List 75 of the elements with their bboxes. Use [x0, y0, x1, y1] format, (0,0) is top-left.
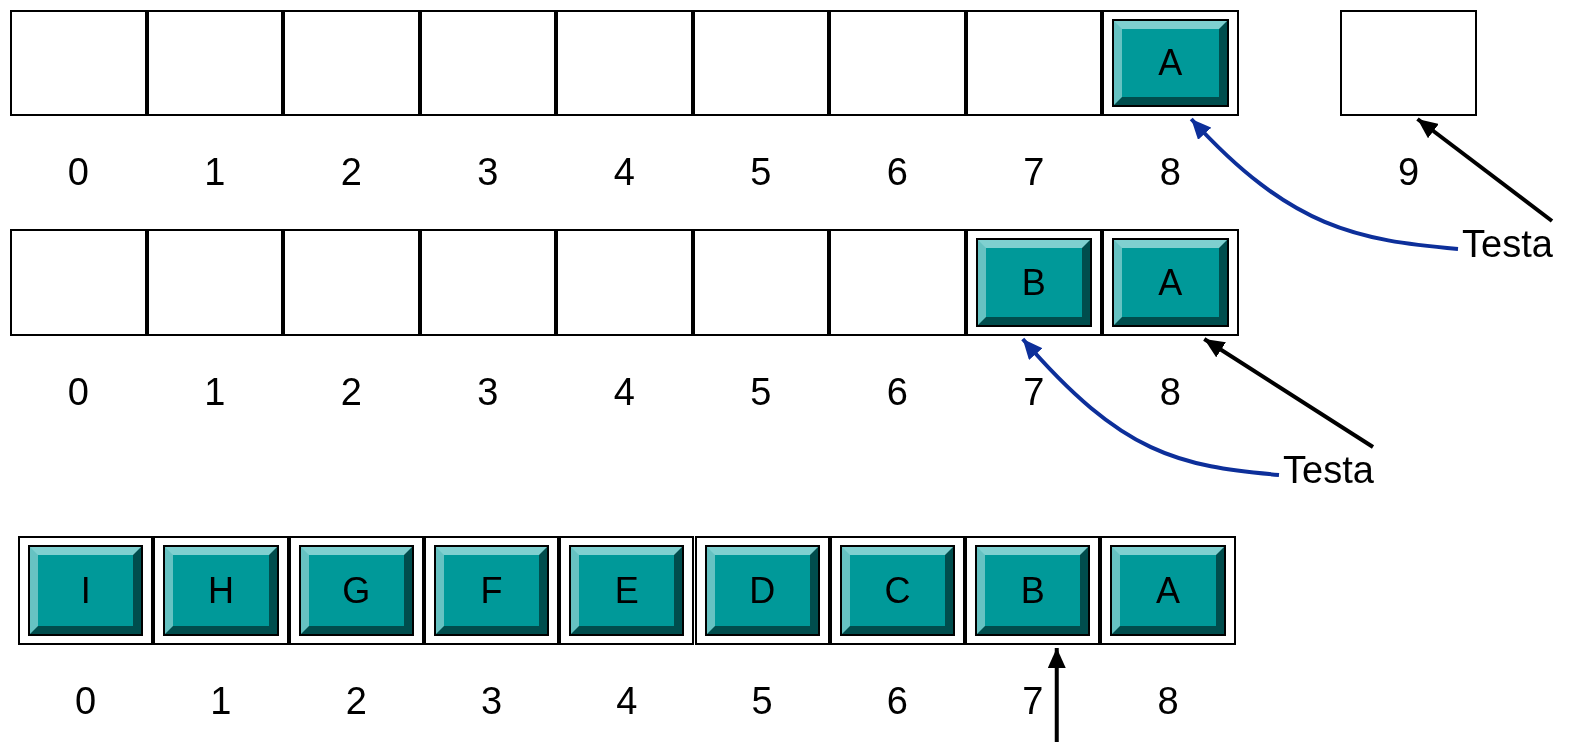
array-cell: [965, 229, 1102, 336]
letter-block: A: [1114, 21, 1227, 105]
letter-block: C: [841, 547, 954, 634]
array-cell: [556, 10, 693, 116]
index-number: 1: [203, 152, 227, 192]
index-number: 1: [203, 372, 227, 412]
letter-block: D: [706, 547, 818, 634]
array-cell: [829, 536, 966, 645]
array-cell: [283, 229, 420, 336]
index-number: 7: [1021, 681, 1045, 721]
index-number: 0: [66, 152, 90, 192]
pointer-label: Testa: [1283, 448, 1374, 492]
index-number: 5: [749, 152, 773, 192]
array-cell: [146, 229, 283, 336]
index-number: 0: [74, 681, 98, 721]
array-cell: [423, 536, 560, 645]
array-cell: [965, 10, 1102, 116]
letter-block: H: [165, 547, 277, 634]
array-cell: [153, 536, 289, 645]
index-number: 6: [885, 681, 909, 721]
array-cell: [18, 536, 154, 645]
index-number: 7: [1022, 152, 1046, 192]
index-number: 2: [344, 681, 368, 721]
letter-block: F: [435, 547, 548, 634]
arrow: [1021, 337, 1280, 477]
index-number: 8: [1156, 681, 1180, 721]
letter-block: A: [1114, 240, 1227, 325]
array-cell: [10, 229, 147, 336]
array-cell: [829, 229, 966, 336]
index-number: 8: [1158, 152, 1182, 192]
array-cell: [283, 10, 420, 116]
array-cell: [692, 229, 829, 336]
index-number: 3: [476, 152, 500, 192]
index-number: 0: [66, 372, 90, 412]
index-number: 4: [612, 152, 636, 192]
array-cell: [556, 229, 693, 336]
array-cell: [1340, 10, 1477, 116]
index-number: 2: [339, 372, 363, 412]
arrow: [1047, 648, 1066, 742]
array-cell: [694, 536, 830, 645]
array-cell: [1102, 10, 1239, 116]
letter-block: G: [300, 547, 412, 634]
index-number: 1: [209, 681, 233, 721]
index-number: 4: [615, 681, 639, 721]
array-cell: [1102, 229, 1239, 336]
index-number: 5: [749, 372, 773, 412]
arrow: [1189, 117, 1459, 251]
arrow: [1203, 337, 1375, 449]
letter-block: A: [1112, 547, 1224, 634]
letter-block: E: [571, 547, 683, 634]
index-number: 3: [476, 372, 500, 412]
array-cell: [419, 229, 556, 336]
array-cell: [1100, 536, 1236, 645]
array-cell: [559, 536, 695, 645]
index-number: 2: [339, 152, 363, 192]
array-cell: [419, 10, 556, 116]
array-cell: [829, 10, 966, 116]
array-cell: [965, 536, 1101, 645]
index-number: 6: [885, 372, 909, 412]
index-number: 4: [612, 372, 636, 412]
array-cell: [692, 10, 829, 116]
pointer-label: Testa: [1462, 222, 1553, 266]
array-cell: [146, 10, 283, 116]
index-number: 9: [1396, 152, 1421, 192]
index-number: 8: [1158, 372, 1182, 412]
index-number: 3: [479, 681, 504, 721]
letter-block: I: [30, 547, 142, 634]
array-cell: [10, 10, 147, 116]
index-number: 7: [1022, 372, 1046, 412]
letter-block: B: [977, 240, 1090, 325]
index-number: 6: [885, 152, 909, 192]
arrow: [1416, 117, 1554, 223]
array-cell: [288, 536, 424, 645]
index-number: 5: [750, 681, 774, 721]
letter-block: B: [977, 547, 1089, 634]
